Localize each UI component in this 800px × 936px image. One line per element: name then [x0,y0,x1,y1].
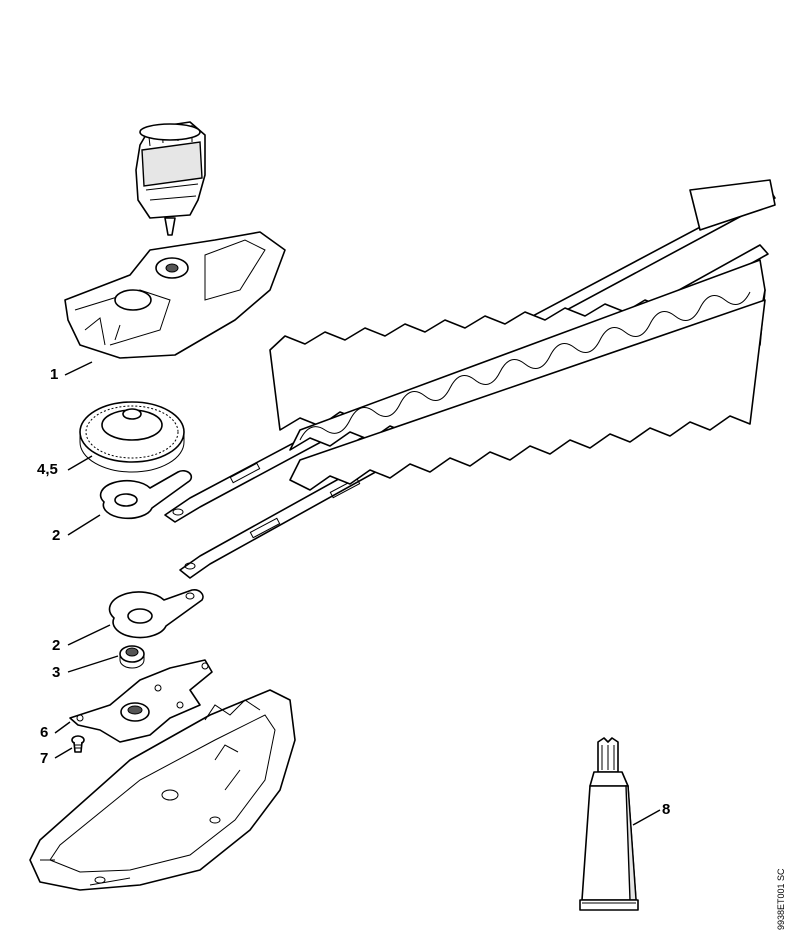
gear-housing-icon [64,231,286,359]
callout-8: 8 [662,801,671,818]
connecting-rod-icon [99,469,193,520]
cover-icon [29,689,296,891]
leader-lines [54,361,661,826]
callout-2-upper: 2 [52,527,61,544]
callout-4-5: 4,5 [37,461,58,478]
motor-icon [135,121,206,236]
bearing-plate-icon [69,659,213,743]
callout-6: 6 [40,724,49,741]
callout-7: 7 [40,750,49,767]
connecting-rod-icon-lower [108,589,204,639]
screw-icon [71,735,85,753]
grease-tube-icon [579,737,639,911]
document-id: 9938ET001 SC [776,868,786,930]
callout-2-lower: 2 [52,637,61,654]
callout-3: 3 [52,664,61,681]
gear-icon [79,401,185,473]
cutter-blade-icon [164,179,776,579]
callout-1: 1 [50,366,59,383]
ball-bearing-icon [119,645,145,669]
